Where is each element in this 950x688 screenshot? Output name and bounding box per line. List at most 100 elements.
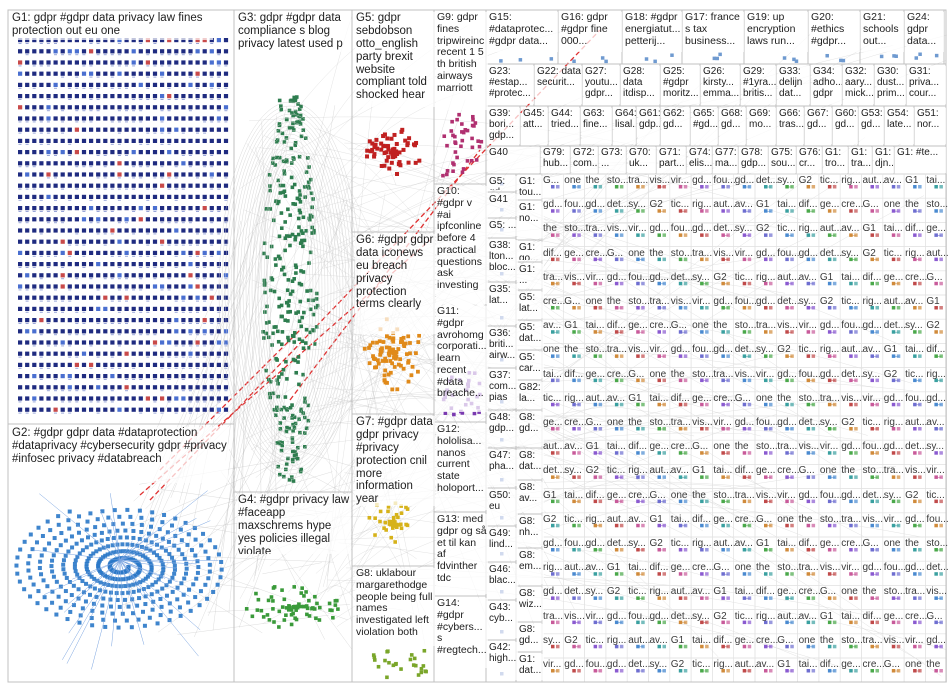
node[interactable] — [125, 184, 129, 188]
node[interactable] — [18, 580, 22, 584]
node[interactable] — [61, 38, 65, 42]
node[interactable] — [46, 195, 50, 199]
node[interactable] — [110, 262, 114, 266]
node[interactable] — [301, 244, 305, 248]
node[interactable] — [96, 217, 100, 221]
node[interactable] — [210, 273, 214, 277]
node[interactable] — [18, 49, 22, 53]
node[interactable] — [181, 352, 185, 356]
node[interactable] — [164, 549, 168, 553]
node[interactable] — [833, 209, 837, 213]
node[interactable] — [39, 139, 43, 143]
node[interactable] — [139, 172, 143, 176]
node[interactable] — [913, 427, 917, 431]
node[interactable] — [216, 583, 220, 587]
node[interactable] — [103, 139, 107, 143]
node[interactable] — [196, 94, 200, 98]
node[interactable] — [466, 129, 470, 133]
node[interactable] — [167, 83, 171, 87]
node[interactable] — [54, 150, 58, 154]
node[interactable] — [272, 620, 276, 624]
node[interactable] — [173, 564, 177, 568]
node[interactable] — [721, 548, 725, 552]
node[interactable] — [139, 329, 143, 333]
node[interactable] — [210, 307, 214, 311]
node[interactable] — [615, 427, 619, 431]
node[interactable] — [224, 307, 228, 311]
node[interactable] — [684, 645, 688, 649]
node[interactable] — [203, 352, 207, 356]
node[interactable] — [296, 197, 300, 201]
node[interactable] — [599, 306, 603, 310]
node[interactable] — [89, 374, 93, 378]
node[interactable] — [210, 94, 214, 98]
node[interactable] — [203, 262, 207, 266]
node[interactable] — [110, 150, 114, 154]
node[interactable] — [188, 195, 192, 199]
node[interactable] — [297, 217, 301, 221]
node[interactable] — [303, 185, 307, 189]
node[interactable] — [25, 161, 29, 165]
node[interactable] — [392, 663, 396, 667]
node[interactable] — [46, 116, 50, 120]
node[interactable] — [210, 49, 214, 53]
node[interactable] — [790, 548, 794, 552]
node[interactable] — [125, 363, 129, 367]
node[interactable] — [54, 340, 58, 344]
node[interactable] — [68, 610, 72, 614]
node[interactable] — [174, 206, 178, 210]
node[interactable] — [132, 116, 136, 120]
node[interactable] — [132, 590, 136, 594]
node[interactable] — [188, 83, 192, 87]
node[interactable] — [68, 217, 72, 221]
node[interactable] — [383, 659, 387, 663]
node[interactable] — [769, 451, 773, 455]
node[interactable] — [68, 408, 72, 412]
node[interactable] — [117, 515, 121, 519]
node[interactable] — [75, 161, 79, 165]
node[interactable] — [75, 38, 79, 42]
node[interactable] — [462, 167, 466, 171]
node[interactable] — [61, 374, 65, 378]
node[interactable] — [203, 340, 207, 344]
node[interactable] — [407, 136, 411, 140]
node[interactable] — [18, 318, 22, 322]
node[interactable] — [89, 251, 93, 255]
node[interactable] — [174, 38, 178, 42]
node[interactable] — [915, 56, 919, 60]
node[interactable] — [296, 360, 300, 364]
node[interactable] — [54, 329, 58, 333]
node[interactable] — [288, 244, 292, 248]
node[interactable] — [615, 185, 619, 189]
node[interactable] — [577, 596, 581, 600]
node[interactable] — [620, 403, 624, 407]
node[interactable] — [62, 558, 66, 562]
node[interactable] — [18, 72, 22, 76]
node[interactable] — [785, 258, 789, 262]
node[interactable] — [684, 233, 688, 237]
node[interactable] — [82, 396, 86, 400]
node[interactable] — [81, 606, 85, 610]
node[interactable] — [897, 258, 901, 262]
node[interactable] — [117, 139, 121, 143]
node[interactable] — [828, 645, 832, 649]
node[interactable] — [382, 164, 386, 168]
node[interactable] — [146, 139, 150, 143]
node[interactable] — [89, 396, 93, 400]
node[interactable] — [297, 602, 301, 606]
node[interactable] — [49, 564, 53, 568]
node[interactable] — [410, 373, 414, 377]
node[interactable] — [201, 532, 205, 536]
node[interactable] — [47, 542, 51, 546]
node[interactable] — [307, 217, 311, 221]
node[interactable] — [265, 207, 269, 211]
node[interactable] — [298, 209, 302, 213]
node[interactable] — [96, 329, 100, 333]
node[interactable] — [54, 240, 58, 244]
node[interactable] — [726, 621, 730, 625]
node[interactable] — [39, 128, 43, 132]
node[interactable] — [82, 105, 86, 109]
node[interactable] — [641, 621, 645, 625]
node[interactable] — [828, 548, 832, 552]
node[interactable] — [106, 516, 110, 520]
